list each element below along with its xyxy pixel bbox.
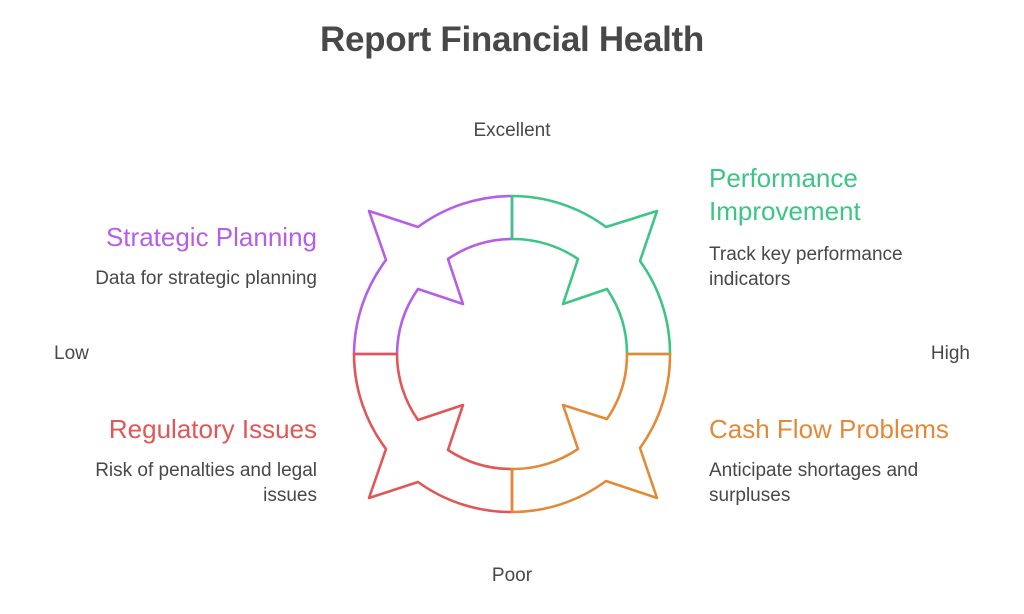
quadrant-heading: Cash Flow Problems [709, 414, 949, 444]
quadrant-heading: Performance Improvement [709, 163, 861, 226]
segment-cash-flow-problems [510, 352, 672, 514]
quadrant-heading: Regulatory Issues [108, 414, 317, 444]
quadrant-description: Data for strategic planning [95, 268, 317, 289]
quadrant-description: Risk of penalties and legal issues [95, 460, 317, 506]
quadrant-description: Anticipate shortages and surpluses [709, 460, 919, 506]
segment-strategic-planning [352, 194, 514, 356]
quadrant-strategic-planning: Strategic Planning Data for strategic pl… [55, 221, 317, 291]
axis-label-poor: Poor [491, 565, 533, 586]
quadrant-performance-improvement: Performance Improvement Track key perfor… [709, 162, 949, 292]
quadrant-description: Track key performance indicators [709, 244, 903, 290]
segment-performance-improvement [510, 194, 672, 356]
axis-label-excellent: Excellent [473, 120, 551, 141]
diagram-title: Report Financial Health [320, 20, 704, 59]
axis-label-low: Low [54, 343, 89, 364]
quadrant-heading: Strategic Planning [105, 222, 317, 252]
quadrant-regulatory-issues: Regulatory Issues Risk of penalties and … [55, 413, 317, 508]
quadrant-cash-flow-problems: Cash Flow Problems Anticipate shortages … [709, 413, 971, 508]
segment-regulatory-issues [352, 352, 514, 514]
axis-label-high: High [930, 343, 970, 364]
